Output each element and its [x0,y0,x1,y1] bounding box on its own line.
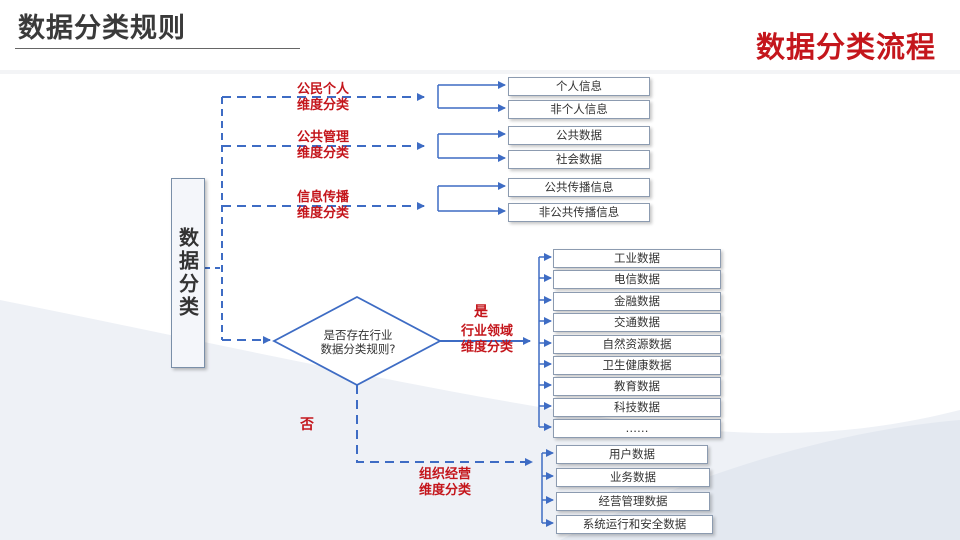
yes-label: 是 [474,304,488,320]
category-label-information-dissemination: 信息传播 维度分类 [278,190,368,222]
leaf-node: 经营管理数据 [556,492,710,511]
no-arrow [356,385,533,466]
decision-text-line: 数据分类规则? [320,342,396,356]
leaf-node: 自然资源数据 [553,335,721,354]
leaf-node: 金融数据 [553,292,721,311]
category-label-citizen: 公民个人 维度分类 [278,82,368,114]
category-label-line: 公民个人 [296,82,349,97]
leaf-node: 个人信息 [508,77,650,96]
leaf-node: 公共数据 [508,126,650,145]
leaf-node: 用户数据 [556,445,708,464]
decision-text-line: 是否存在行业 [323,328,393,342]
category-label-line: 维度分类 [460,340,513,355]
no-label: 否 [300,417,314,433]
leaf-node: 公共传播信息 [508,178,650,197]
leaf-node: 交通数据 [553,313,721,332]
leaf-node: 非个人信息 [508,100,650,119]
leaf-node: 科技数据 [553,398,721,417]
category-label-line: 维度分类 [418,483,471,498]
page-subtitle: 数据分类流程 [755,30,936,64]
category-label-line: 信息传播 [296,190,349,205]
category-label-organization: 组织经营 维度分类 [400,467,490,499]
root-label: 数据分类 [175,227,200,319]
leaf-node: 工业数据 [553,249,721,268]
title-divider [15,48,300,49]
category-label-industry: 行业领域 维度分类 [442,324,532,356]
decision-text: 是否存在行业 数据分类规则? [288,328,428,356]
leaf-node: 社会数据 [508,150,650,169]
header: 数据分类规则 数据分类流程 [0,0,960,70]
leaf-node: 教育数据 [553,377,721,396]
leaf-node: 非公共传播信息 [508,203,650,222]
category-label-line: 行业领域 [460,324,513,339]
category-label-public-management: 公共管理 维度分类 [278,130,368,162]
leaf-node: 业务数据 [556,468,710,487]
leaf-node: …… [553,419,721,438]
category-label-line: 维度分类 [296,146,349,161]
leaf-node: 卫生健康数据 [553,356,721,375]
leaf-node: 系统运行和安全数据 [556,515,713,534]
category-label-line: 维度分类 [296,98,349,113]
category-label-line: 维度分类 [296,206,349,221]
leaf-node: 电信数据 [553,270,721,289]
category-label-line: 组织经营 [418,467,471,482]
category-label-line: 公共管理 [296,130,349,145]
root-node: 数据分类 [171,178,205,368]
page-title: 数据分类规则 [18,13,186,44]
